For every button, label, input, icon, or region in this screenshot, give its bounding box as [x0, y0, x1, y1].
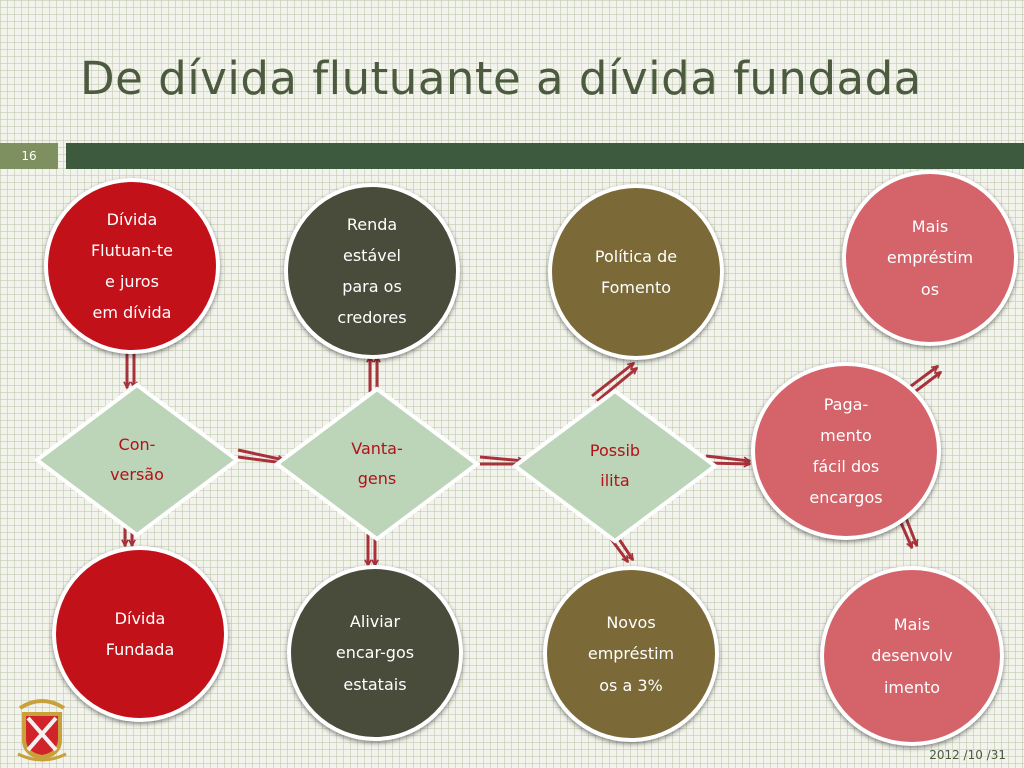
circle-renda-estavel: Renda estável para os credores	[284, 183, 460, 359]
diamond-vantagens: Vanta- gens	[274, 386, 480, 542]
circle-novos-emprestimos: Novos empréstim os a 3%	[543, 566, 719, 742]
coat-of-arms-logo	[17, 699, 67, 762]
circle-mais-emprestimos: Mais empréstim os	[842, 170, 1018, 346]
circle-aliviar-encargos: Aliviar encar-gos estatais	[287, 565, 463, 741]
arrow-possibilita-to-politica	[591, 361, 637, 403]
circle-divida-flutuante: Dívida Flutuan-te e juros em dívida	[44, 178, 220, 354]
diamond-possibilita-label: Possib ilita	[589, 440, 641, 490]
slide-title: De dívida flutuante a dívida fundada	[80, 52, 922, 105]
diamond-conversao: Con- versão	[34, 382, 240, 538]
diamond-vantagens-label: Vanta- gens	[351, 438, 403, 488]
circle-pagamento-facil: Paga- mento fácil dos encargos	[751, 362, 941, 540]
diamond-conversao-label: Con- versão	[110, 434, 164, 484]
slide-number: 16	[0, 143, 58, 169]
diamond-possibilita: Possib ilita	[512, 388, 718, 544]
slide-date: 2012 /10 /31	[929, 748, 1006, 762]
arrow-vantagens-to-renda	[370, 356, 377, 392]
circle-mais-desenvolvimento: Mais desenvolv imento	[820, 566, 1004, 746]
title-underline-bar	[66, 143, 1024, 169]
circle-divida-fundada: Dívida Fundada	[52, 546, 228, 722]
circle-politica-fomento: Política de Fomento	[548, 184, 724, 360]
